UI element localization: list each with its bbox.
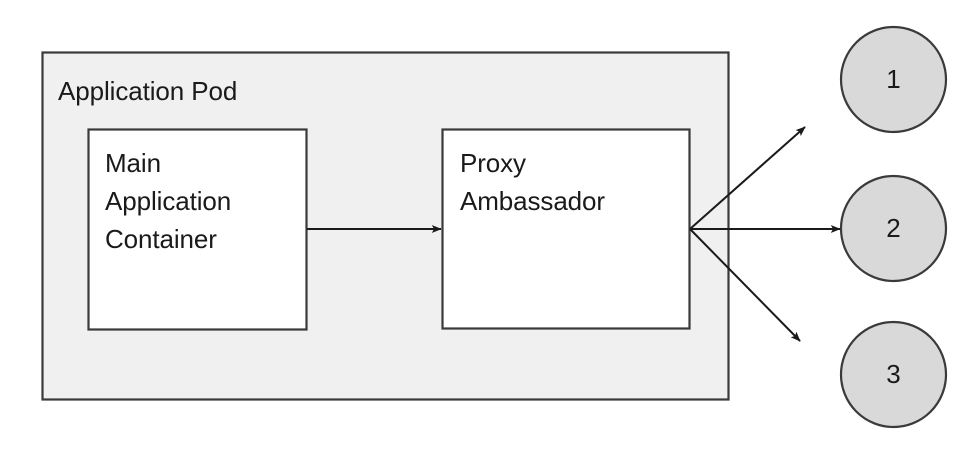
service-circle-3 <box>839 320 948 429</box>
service-label-3: 3 <box>886 359 901 389</box>
proxy-ambassador-label: Proxy Ambassador <box>460 148 605 216</box>
connector-proxy-to-service-1 <box>689 126 806 230</box>
main-application-container-label: Main Application Container <box>105 148 232 254</box>
proxy-ambassador-box <box>441 128 691 330</box>
connector-proxy-to-service-3 <box>689 228 801 342</box>
service-label-2: 2 <box>886 213 901 243</box>
service-label-1: 1 <box>886 64 901 94</box>
main-application-container-box <box>87 128 308 331</box>
service-circle-1 <box>839 25 948 134</box>
application-pod-title: Application Pod <box>58 76 238 106</box>
service-circle-2 <box>839 174 948 283</box>
